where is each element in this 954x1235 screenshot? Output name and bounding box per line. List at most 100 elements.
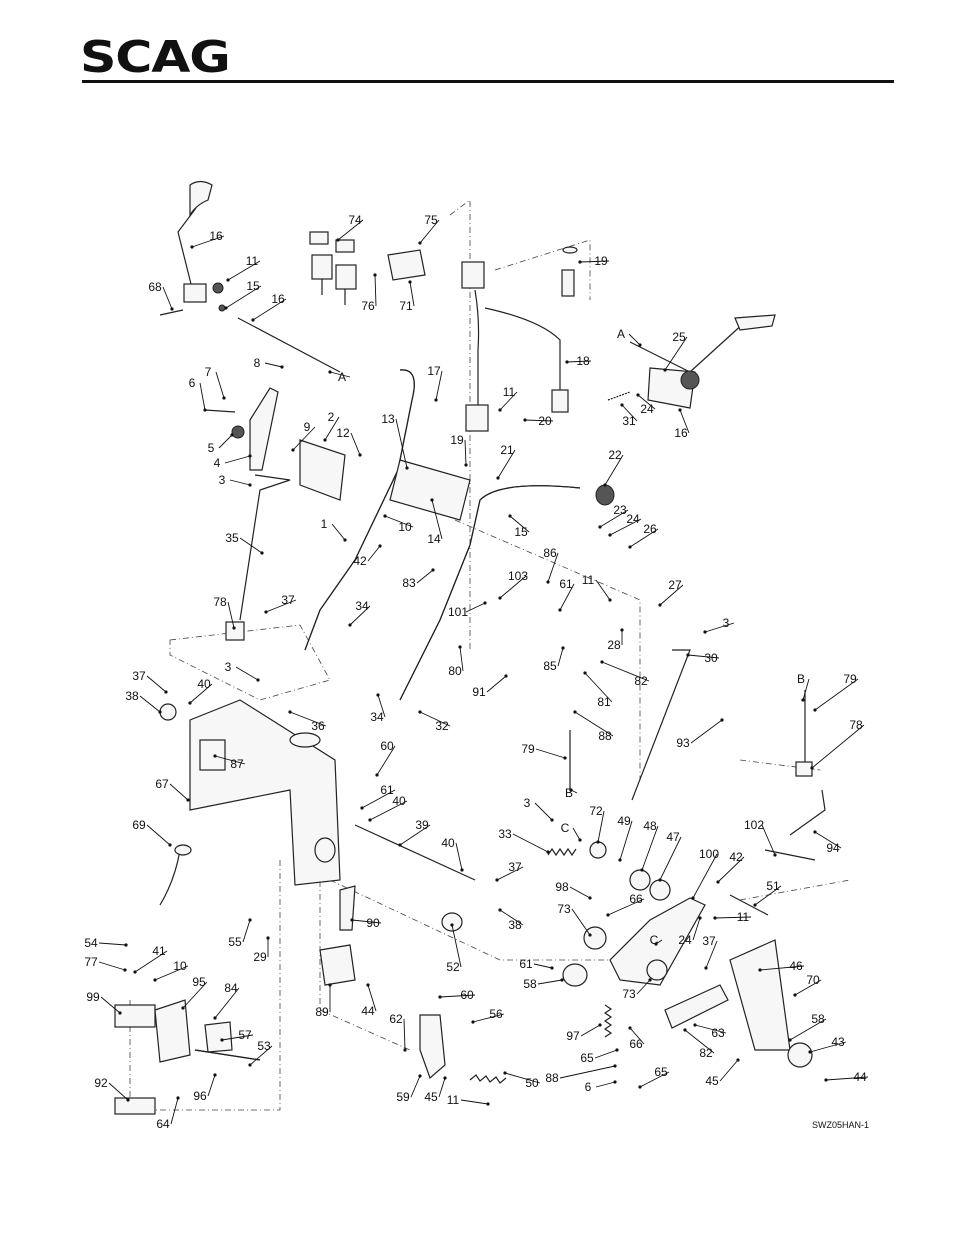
- leader-line: [659, 836, 682, 881]
- spring-bottom: [469, 1074, 507, 1084]
- callout-label: 86: [543, 546, 557, 560]
- leader-arrow: [663, 368, 667, 372]
- leader-arrow: [503, 1071, 507, 1075]
- callout-label: 76: [361, 299, 375, 313]
- leader-line: [154, 965, 189, 981]
- leader-arrow: [248, 1063, 252, 1067]
- shift-rod: [354, 824, 476, 881]
- leader-line: [594, 1049, 618, 1059]
- mount-bracket: [159, 699, 341, 886]
- leader-arrow: [418, 710, 422, 714]
- leader-line: [439, 994, 476, 998]
- leader-arrow: [703, 630, 707, 634]
- callout-label: 11: [582, 573, 595, 587]
- callout-label: 38: [125, 689, 139, 703]
- callout-label: 97: [566, 1029, 580, 1043]
- leader-arrow: [648, 978, 652, 982]
- control-lever: [159, 180, 226, 316]
- callout-label: 33: [498, 827, 512, 841]
- leader-line: [460, 1099, 489, 1105]
- callout-label: 1: [321, 517, 328, 531]
- leader-line: [636, 979, 651, 995]
- leader-line: [601, 661, 650, 682]
- leader-arrow: [686, 653, 690, 657]
- leader-arrow: [613, 1080, 617, 1084]
- wiring-harness: [461, 246, 578, 432]
- leader-line: [98, 961, 126, 971]
- leader-line: [225, 285, 262, 309]
- leader-line: [100, 996, 121, 1014]
- drawing-code: SWZ05HAN-1: [812, 1120, 869, 1130]
- callout-label: 8: [254, 356, 261, 370]
- leader-line: [814, 831, 842, 849]
- leader-line: [376, 745, 396, 776]
- callout-label: 45: [424, 1090, 438, 1104]
- leader-line: [486, 675, 507, 693]
- leader-arrow: [133, 970, 137, 974]
- callout-label: 11: [246, 254, 259, 268]
- leader-arrow: [460, 868, 464, 872]
- leader-arrow: [561, 646, 565, 650]
- leader-arrow: [508, 514, 512, 518]
- callout-label: 90: [366, 916, 380, 930]
- leader-arrow: [230, 433, 234, 437]
- leader-line: [329, 371, 351, 378]
- leader-arrow: [546, 580, 550, 584]
- leader-line: [705, 940, 718, 969]
- callout-label: 16: [209, 229, 223, 243]
- callout-label: 88: [545, 1071, 559, 1085]
- callout-label: 11: [503, 385, 516, 399]
- leader-arrow: [801, 698, 805, 702]
- callout-label: 93: [676, 736, 690, 750]
- callout-label: 16: [271, 292, 285, 306]
- leader-line: [214, 755, 246, 765]
- callout-label: 88: [598, 729, 612, 743]
- callout-label: 32: [435, 719, 449, 733]
- callout-label: 43: [831, 1035, 845, 1049]
- callout-label: 16: [674, 426, 688, 440]
- leader-arrow: [336, 238, 340, 242]
- leader-line: [419, 219, 440, 244]
- callout-label: 53: [257, 1039, 271, 1053]
- leader-arrow: [260, 551, 264, 555]
- leader-arrow: [471, 1020, 475, 1024]
- callout-label: 78: [849, 718, 863, 732]
- leader-arrow: [405, 466, 409, 470]
- callout-label: 44: [361, 1004, 375, 1018]
- leader-line: [384, 515, 414, 528]
- leader-arrow: [640, 868, 644, 872]
- leader-arrow: [213, 754, 217, 758]
- leader-arrow: [328, 983, 332, 987]
- leader-arrow: [203, 408, 207, 412]
- leader-line: [597, 810, 605, 843]
- leader-arrow: [164, 690, 168, 694]
- header-rule: [82, 80, 894, 83]
- leader-arrow: [458, 645, 462, 649]
- callout-label: 3: [524, 796, 531, 810]
- leader-arrow: [620, 628, 624, 632]
- callout-label: 94: [826, 841, 840, 855]
- leader-arrow: [248, 918, 252, 922]
- leader-line: [459, 646, 464, 672]
- leader-line: [289, 711, 327, 727]
- leader-arrow: [618, 858, 622, 862]
- leader-arrow: [691, 896, 695, 900]
- leader-line: [242, 919, 251, 943]
- leader-arrow: [360, 806, 364, 810]
- callout-label: 46: [789, 959, 803, 973]
- callout-label: 24: [626, 512, 640, 526]
- axle-assembly: [114, 999, 261, 1115]
- leader-arrow: [368, 818, 372, 822]
- leader-arrow: [158, 710, 162, 714]
- callout-label: 79: [521, 742, 535, 756]
- leader-line: [455, 842, 463, 871]
- bent-rod: [789, 789, 826, 836]
- leader-arrow: [583, 671, 587, 675]
- callout-label: 40: [392, 794, 406, 808]
- leader-arrow: [358, 453, 362, 457]
- leader-arrow: [366, 983, 370, 987]
- callout-label: 38: [508, 918, 522, 932]
- leader-line: [719, 1059, 739, 1082]
- callout-label: 10: [398, 520, 412, 534]
- callout-label: C: [561, 821, 570, 835]
